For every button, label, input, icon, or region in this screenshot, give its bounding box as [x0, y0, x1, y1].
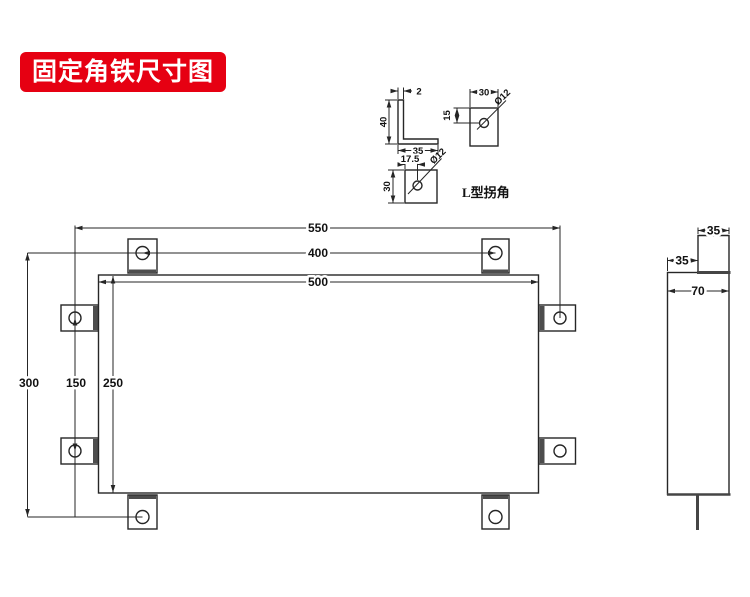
tab-weld-strip: [93, 306, 98, 330]
l-profile-outline: [397, 99, 439, 145]
mounting-tab-top-left: [127, 238, 158, 274]
dim-leg-width: 35: [413, 146, 424, 157]
mounting-tab-top-right: [481, 238, 510, 274]
dim-plate-width: 500: [308, 275, 328, 289]
detail-view-l-bracket: 2 40 35 30 15 Ø12: [377, 85, 513, 204]
mounting-hole: [135, 509, 150, 525]
dim-hole-offset-left: 17.5: [401, 154, 420, 165]
dim-hole-span-width: 550: [308, 221, 328, 235]
mounting-tab-right-lower: [537, 437, 577, 465]
hole-leader-line: [476, 100, 507, 130]
dim-top-hole-spacing: 400: [308, 246, 328, 260]
tab-weld-strip: [93, 439, 98, 463]
dim-hole-span-height: 300: [19, 376, 39, 390]
dim-plate-height: 250: [103, 376, 123, 390]
main-plate-outline: [97, 274, 540, 494]
mounting-hole: [553, 444, 567, 458]
dim-hole-diameter-face: Ø12: [492, 87, 513, 107]
front-view: 550 400 500 300 150 250: [16, 219, 577, 530]
tab-weld-strip: [539, 439, 545, 463]
tab-weld-strip: [129, 269, 156, 273]
dim-leg-height: 40: [379, 117, 390, 128]
dim-top-flange-width: 35: [707, 224, 721, 238]
dim-depth: 70: [691, 284, 705, 298]
dim-thickness: 2: [416, 87, 421, 98]
mounting-hole: [488, 509, 503, 525]
dim-face-width: 30: [479, 88, 490, 99]
dim-face-height: 30: [382, 181, 393, 192]
tab-weld-strip: [483, 495, 508, 499]
mounting-tab-left-upper: [60, 304, 100, 332]
face-plate-outline: [469, 107, 499, 147]
side-body-outline: [666, 271, 730, 496]
tab-weld-strip: [539, 306, 545, 330]
detail-view-caption: L型拐角: [462, 185, 510, 200]
mounting-tab-left-lower: [60, 437, 100, 465]
dim-left-step-width: 35: [675, 254, 689, 268]
mounting-hole: [553, 311, 567, 325]
base-plate-outline: [404, 169, 438, 204]
dim-side-hole-spacing: 150: [66, 376, 86, 390]
tab-weld-strip: [483, 269, 508, 273]
title-banner-label: 固定角铁尺寸图: [32, 57, 215, 86]
title-banner: 固定角铁尺寸图: [20, 52, 227, 92]
mounting-hole: [412, 180, 423, 191]
dim-hole-offset-top: 15: [442, 110, 453, 121]
tab-weld-strip: [129, 495, 156, 499]
dim-hole-diameter-base: Ø12: [428, 146, 449, 166]
side-top-flange: [697, 234, 730, 273]
side-view: 35 35 70: [666, 221, 731, 530]
